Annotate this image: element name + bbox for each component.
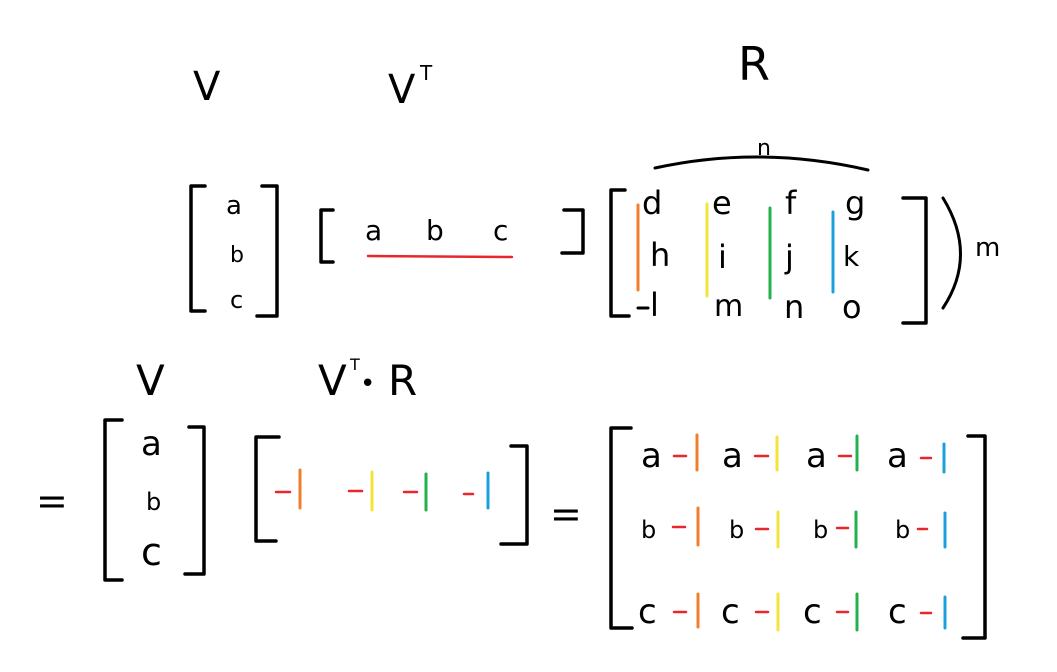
r-entry: i <box>718 238 727 276</box>
vtr-label-dot: • <box>360 369 375 399</box>
vt-right-bracket <box>560 208 585 255</box>
n-brace-label: n <box>757 136 771 161</box>
v-entry: a <box>226 191 242 221</box>
r-right-bracket <box>901 196 928 325</box>
r-entry: h <box>650 236 670 274</box>
v-label-top: V <box>193 64 221 110</box>
result-right-bracket <box>961 434 987 640</box>
r-entry: f <box>785 184 797 222</box>
result-dashes <box>671 454 933 615</box>
r-entry: n <box>784 288 804 326</box>
vtr-label-sup: T <box>349 355 360 374</box>
result-entry: a <box>806 436 827 476</box>
r-entry: k <box>843 240 860 273</box>
vt-left-bracket <box>319 208 335 264</box>
r-matrix: d e f g h i j k l m n o <box>642 184 865 326</box>
v-label-bottom: V <box>136 356 165 405</box>
v-entry: c <box>230 286 243 314</box>
m-brace-label: m <box>975 233 1000 263</box>
vt-label-top: V <box>388 67 416 113</box>
v-entry: b <box>230 243 244 268</box>
equals-sign-left: = <box>36 479 68 523</box>
r-entry: o <box>842 288 862 326</box>
vt-underline-red <box>366 254 514 259</box>
vtr-row-vector <box>274 468 490 512</box>
result-entry: b <box>641 516 656 544</box>
v-bottom-entry: c <box>141 530 162 574</box>
r-entry: m <box>714 289 743 324</box>
v-bottom-left-bracket <box>103 418 124 582</box>
vtr-label-r: R <box>388 356 417 405</box>
v-left-bracket <box>189 184 207 313</box>
result-entry: c <box>721 592 740 632</box>
vt-entry: a <box>365 214 382 247</box>
result-entry: a <box>887 436 908 476</box>
vt-entry: c <box>493 214 508 247</box>
r-label-top: R <box>738 37 770 91</box>
vtr-left-bracket <box>254 435 281 543</box>
result-entry: b <box>895 516 910 544</box>
v-bottom-entry: b <box>146 488 161 516</box>
r-entry: d <box>642 184 662 222</box>
vt-label-top-sup: T <box>419 61 433 85</box>
result-entry: a <box>722 436 743 476</box>
v-bottom-entry: a <box>141 424 162 464</box>
vtr-right-bracket <box>499 444 529 546</box>
result-matrix: a a a a b b b b c c c c <box>638 433 947 632</box>
result-entry: c <box>888 592 907 632</box>
vtr-label-v: V <box>318 356 347 405</box>
r-entry: j <box>784 238 794 276</box>
result-entry: a <box>641 436 662 476</box>
equals-sign-right: = <box>550 492 582 536</box>
v-vector-top: a b c <box>226 191 244 314</box>
r-left-bracket <box>609 188 631 318</box>
v-right-bracket <box>255 184 279 318</box>
r-entry: e <box>712 184 732 222</box>
n-brace-arc <box>653 155 870 172</box>
result-entry: c <box>803 592 822 632</box>
result-entry: b <box>813 516 828 544</box>
v-vector-bottom: a b c <box>141 424 162 574</box>
v-bottom-right-bracket <box>183 425 206 576</box>
r-entry: l <box>650 286 659 324</box>
result-left-bracket <box>609 426 634 630</box>
m-brace-arc <box>941 196 962 310</box>
result-entry: b <box>729 516 744 544</box>
result-entry: c <box>638 592 657 632</box>
vt-entry: b <box>426 214 444 247</box>
vt-vector-top: a b c <box>365 214 508 247</box>
r-entry: g <box>845 184 865 222</box>
